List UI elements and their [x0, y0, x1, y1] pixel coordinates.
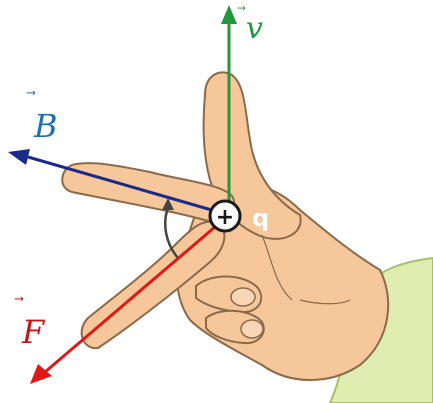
charge-sign: + [216, 205, 234, 230]
svg-text:v: v [246, 11, 263, 46]
magnetic-field-arrowhead [8, 149, 30, 165]
force-label: F ⃗ [14, 296, 46, 351]
fingernail-1 [231, 288, 255, 306]
fingernail-2 [241, 320, 263, 338]
velocity-arrowhead [221, 5, 237, 24]
svg-text:⃗: ⃗ [237, 6, 246, 11]
velocity-label: v ⃗ [237, 6, 263, 46]
svg-text:⃗: ⃗ [14, 296, 24, 301]
charge-label: q [252, 204, 269, 232]
svg-text:F: F [21, 313, 46, 351]
svg-text:⃗: ⃗ [26, 90, 36, 95]
svg-text:B: B [33, 107, 58, 145]
magnetic-field-label: B ⃗ [26, 90, 58, 145]
